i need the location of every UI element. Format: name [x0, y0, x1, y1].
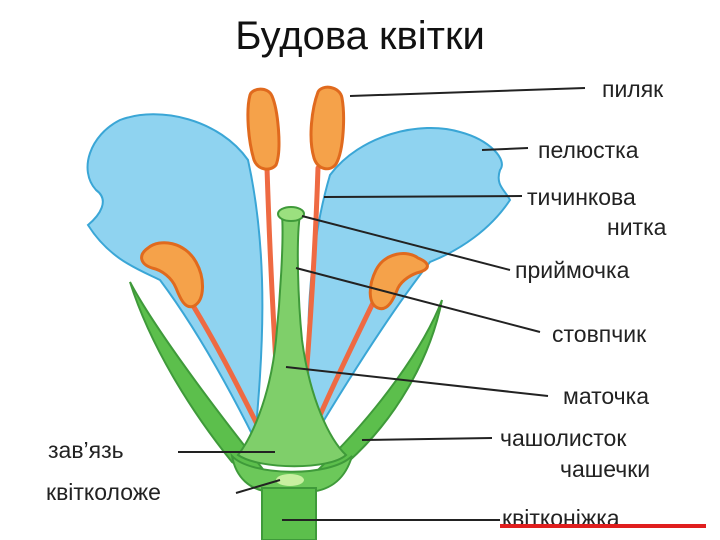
receptacle	[230, 452, 353, 493]
page-title: Будова квітки	[235, 14, 485, 58]
label-stigma: приймочка	[515, 257, 630, 283]
right-petal	[306, 126, 512, 444]
anther-left	[246, 87, 281, 171]
pistil	[236, 206, 348, 468]
label-sepal-2: чашечки	[560, 456, 650, 482]
pedicel-stem	[261, 487, 317, 540]
label-sepal-1: чашолисток	[500, 425, 627, 451]
label-pistil: маточка	[563, 383, 649, 409]
anther-side-right	[368, 252, 429, 311]
label-filament-2: нитка	[607, 214, 667, 240]
anther-side-left	[140, 241, 204, 309]
label-filament-1: тичинкова	[527, 184, 636, 210]
label-ovary: зав’язь	[48, 437, 124, 463]
anthers	[140, 85, 429, 311]
label-petal: пелюстка	[538, 137, 639, 163]
label-style: стовпчик	[552, 321, 647, 347]
label-receptacle: квітколоже	[46, 479, 161, 505]
pointer-lines	[178, 87, 586, 521]
label-anther: пиляк	[602, 76, 664, 102]
anther-right	[309, 85, 346, 171]
stigma-shape	[277, 206, 305, 222]
